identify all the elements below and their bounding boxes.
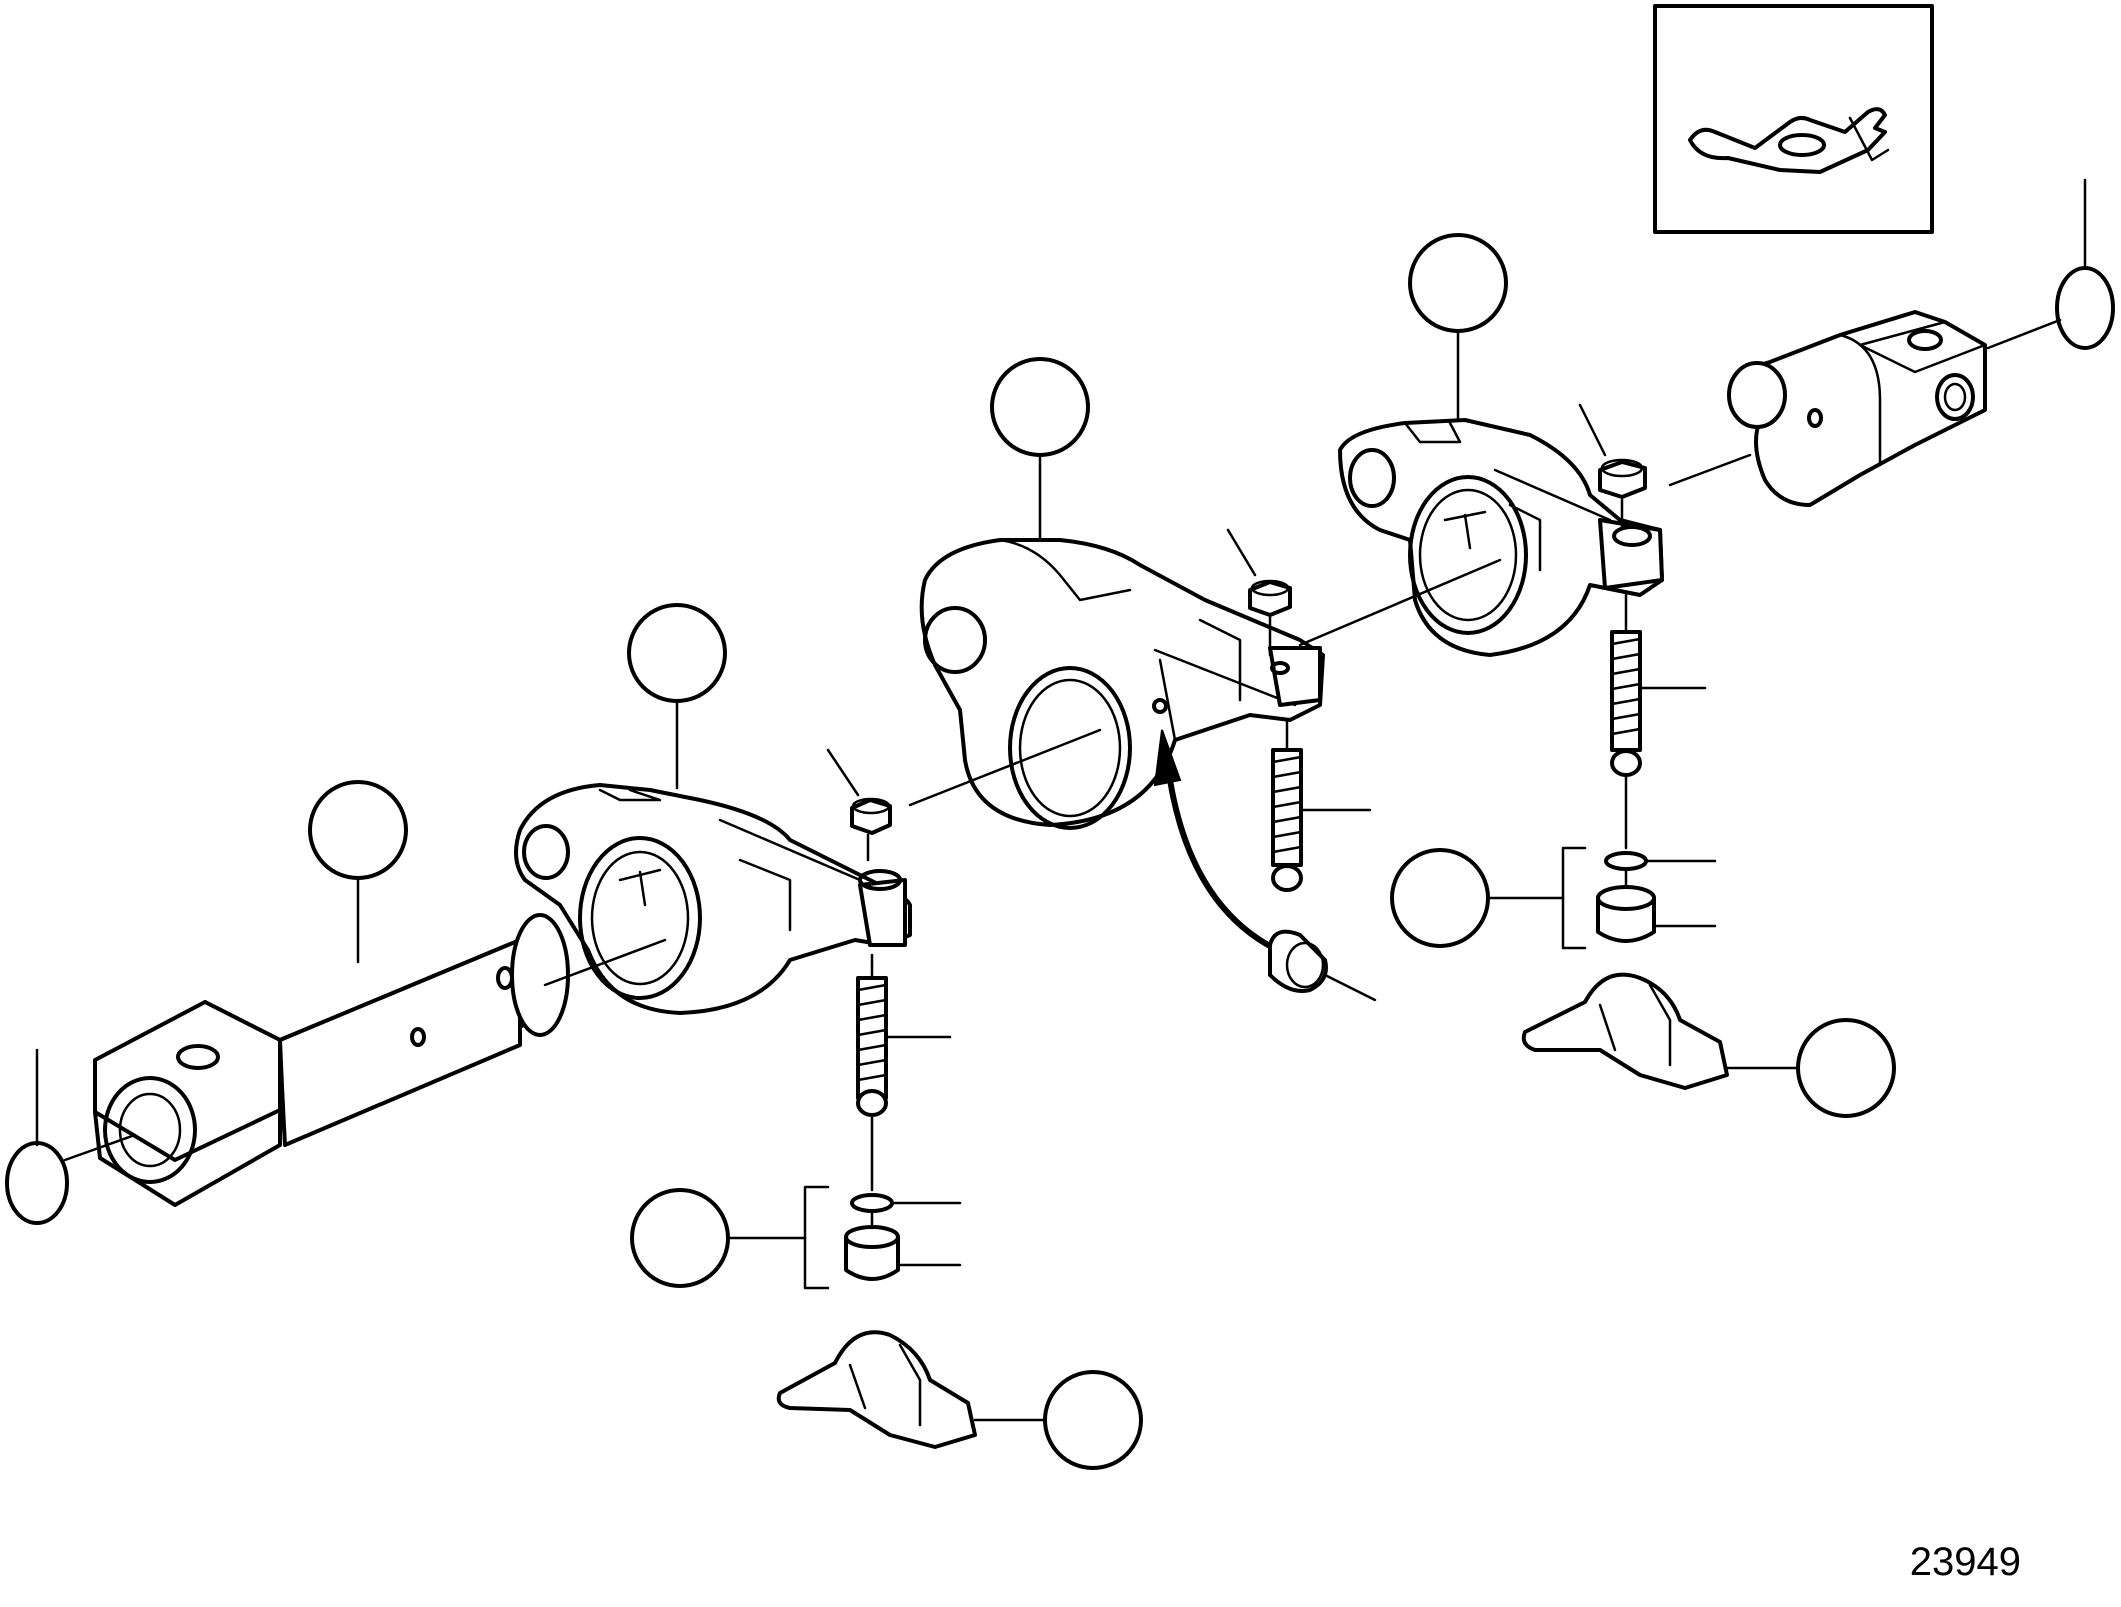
nut-left [850,797,892,835]
arrow-oil-path [1167,777,1271,948]
callout-rocker-right [1408,233,1508,422]
callout-shaft-left [308,780,408,964]
valve-cap-left [844,1225,900,1281]
inset-clip-detail [1653,4,1934,234]
rocker-shaft-right [1727,310,1987,507]
callout-rocker-left [627,603,727,790]
washer-left [850,1193,894,1213]
callout-valve-bridge-right [1796,1018,1896,1118]
plug-cap-left [5,1141,69,1225]
adjusting-screw-right [1610,630,1642,777]
valve-bridge-right [1521,972,1729,1090]
adjusting-screw-left [856,976,888,1117]
callout-washer-set-left [630,1188,807,1288]
shaft-centerline [543,453,1752,987]
callout-rocker-middle [990,357,1090,542]
rocker-arm-left [514,783,912,1015]
rocker-arm-right [1338,418,1664,657]
plug-cap-right [2055,266,2115,350]
callout-washer-set-right [1390,848,1565,948]
nut-middle [1248,579,1292,617]
figure-reference-number: 23949 [1909,1540,2021,1584]
callout-valve-bridge-left [1043,1370,1143,1470]
rocker-arm-middle [919,538,1325,830]
adjusting-screw-middle [1271,748,1303,892]
washer-right [1604,851,1648,871]
valve-cap-right [1596,885,1656,943]
oil-plug-middle [1268,929,1328,993]
nut-right [1598,458,1647,499]
rocker-shaft-left [93,913,570,1207]
valve-bridge-left [776,1330,977,1449]
